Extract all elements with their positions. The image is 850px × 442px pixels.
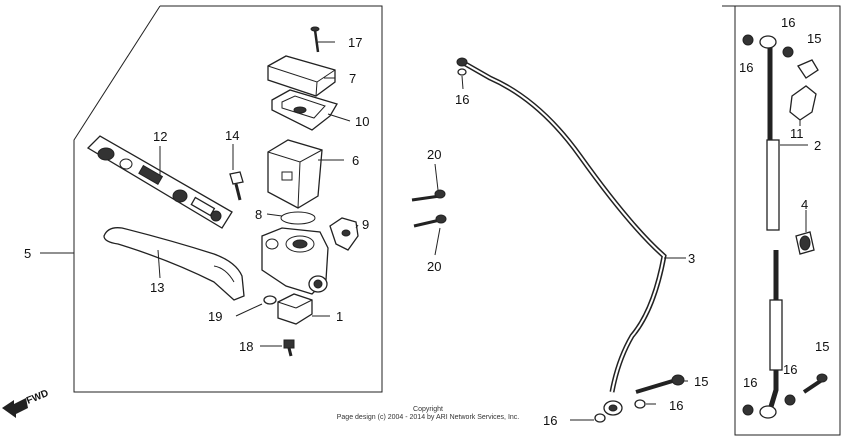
part-6-reservoir <box>267 139 323 209</box>
part-2-brake-hose <box>759 35 783 419</box>
washer-16-right-bottom-a <box>742 404 754 416</box>
callout-16-right-bottom-b: 16 <box>783 362 797 377</box>
callout-16-bottom: 16 <box>543 413 557 428</box>
callout-7: 7 <box>349 71 356 86</box>
part-14-pivot-bolt <box>229 171 244 201</box>
brake-hose-frame <box>722 5 841 436</box>
part-8-o-ring <box>280 211 316 225</box>
master-cylinder-frame <box>73 5 383 393</box>
callout-9: 9 <box>362 217 369 232</box>
washer-16-right-top-b <box>782 46 794 58</box>
callout-14: 14 <box>225 128 239 143</box>
copyright-line-2: Page design (c) 2004 - 2014 by ARI Netwo… <box>337 414 520 421</box>
master-cylinder-body <box>261 227 329 295</box>
washer-16-right-top-a <box>742 34 754 46</box>
callout-16-right-bottom-a: 16 <box>743 375 757 390</box>
callout-20-bottom: 20 <box>427 259 441 274</box>
part-3-brake-hose <box>456 57 667 416</box>
callout-16-right-top-a: 16 <box>739 60 753 75</box>
part-19-washer <box>263 295 277 305</box>
callout-16-middle: 16 <box>669 398 683 413</box>
callout-15-right-bottom: 15 <box>815 339 829 354</box>
washer-16-bottom <box>594 413 606 423</box>
fwd-label: FWD <box>25 388 50 407</box>
part-7-reservoir-cap <box>267 55 336 97</box>
callout-4: 4 <box>801 197 808 212</box>
callout-1: 1 <box>336 309 343 324</box>
callout-15-right-top: 15 <box>807 31 821 46</box>
callout-19: 19 <box>208 309 222 324</box>
washer-16-middle <box>634 399 646 409</box>
callout-2: 2 <box>814 138 821 153</box>
callout-3: 3 <box>688 251 695 266</box>
callout-16-hose-top: 16 <box>455 92 469 107</box>
part-15-bolt-middle <box>635 374 685 394</box>
part-13-lever <box>103 227 245 301</box>
callout-8: 8 <box>255 207 262 222</box>
callout-5: 5 <box>24 246 31 261</box>
part-12-piston-kit <box>86 135 233 229</box>
washer-16-right-bottom-b <box>784 394 796 406</box>
part-4-grommet <box>795 231 815 255</box>
callout-18: 18 <box>239 339 253 354</box>
washer-16-top <box>457 68 467 76</box>
callout-12: 12 <box>153 129 167 144</box>
copyright-line-1: Copyright <box>413 406 443 413</box>
callout-13: 13 <box>150 280 164 295</box>
part-15-bolt-right-bottom <box>802 373 828 394</box>
fwd-arrow: FWD <box>2 388 50 418</box>
callout-20-top: 20 <box>427 147 441 162</box>
callout-11: 11 <box>790 126 804 141</box>
part-9-holder <box>329 217 359 251</box>
part-17-screw <box>310 26 320 53</box>
callout-16-right-top-b: 16 <box>781 15 795 30</box>
part-20-bolts <box>411 189 447 228</box>
part-10-diaphragm <box>271 89 338 131</box>
callout-6: 6 <box>352 153 359 168</box>
part-11-fitting <box>789 59 819 121</box>
callout-17: 17 <box>348 35 362 50</box>
part-1-stop-switch <box>277 293 313 325</box>
callout-10: 10 <box>355 114 369 129</box>
part-18-screw <box>283 339 295 357</box>
callout-15-middle: 15 <box>694 374 708 389</box>
leader-lines <box>40 41 808 421</box>
